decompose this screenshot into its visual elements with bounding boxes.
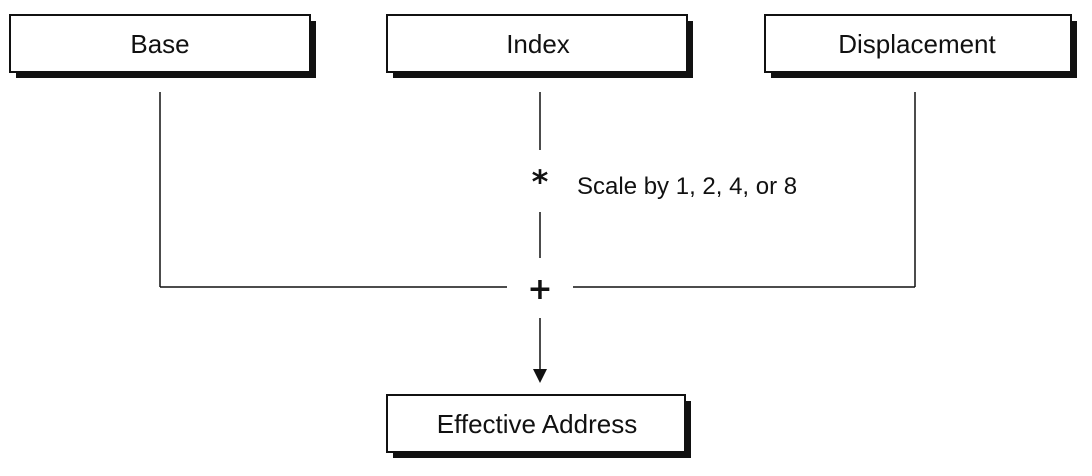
scale-note: Scale by 1, 2, 4, or 8 (577, 173, 797, 200)
base-box-frame (9, 14, 311, 73)
effective-address-label: Effective Address (437, 409, 637, 439)
index-label: Index (506, 29, 570, 59)
effective-address-box-frame (386, 394, 686, 453)
displacement-label: Displacement (838, 29, 996, 59)
add-operator: + (527, 272, 552, 307)
index-box: Index (386, 14, 693, 78)
displacement-box: Displacement (764, 14, 1077, 78)
base-box: Base (9, 14, 316, 78)
multiply-operator: * (532, 163, 549, 201)
effective-address-box: Effective Address (386, 394, 691, 458)
index-box-frame (386, 14, 688, 73)
connector-lines (159, 92, 916, 383)
base-label: Base (130, 29, 189, 59)
displacement-box-frame (764, 14, 1072, 73)
